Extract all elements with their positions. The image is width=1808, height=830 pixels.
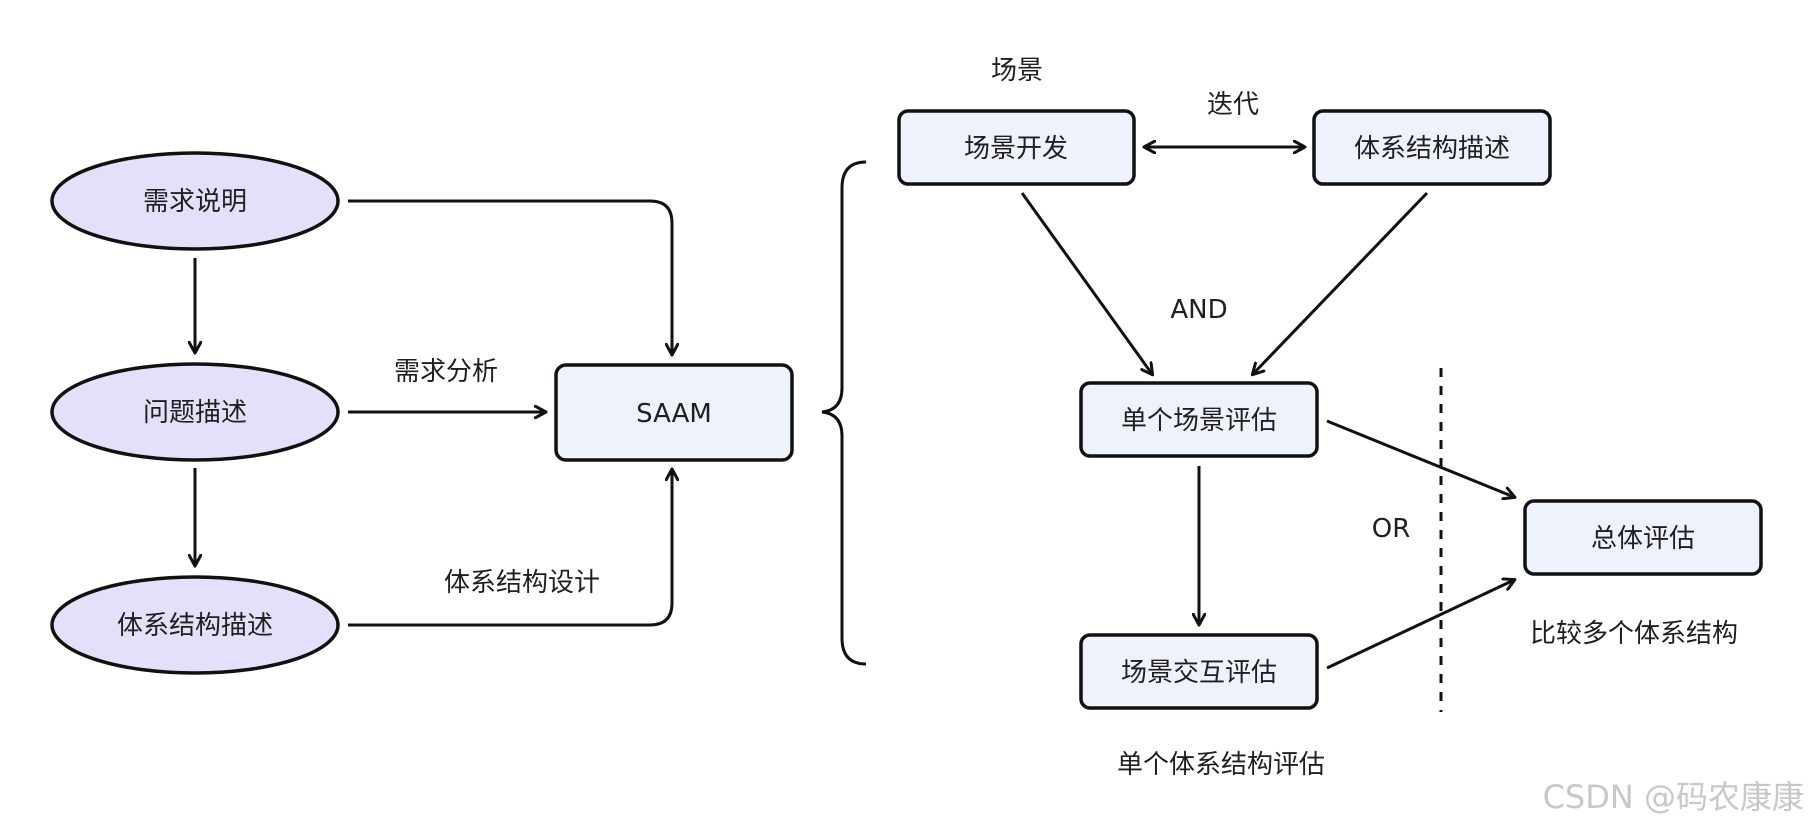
saam-label: SAAM xyxy=(636,399,712,429)
arrow-arch-to-saam xyxy=(348,470,672,627)
scenario-interaction-eval-node: 场景交互评估 xyxy=(1079,633,1319,710)
arch-desc-right-node: 体系结构描述 xyxy=(1312,109,1552,186)
arch-desc-left-ellipse xyxy=(50,575,340,675)
arrow-scenario-to-single-eval xyxy=(1020,192,1152,374)
overall-eval-node: 总体评估 xyxy=(1523,499,1763,576)
single-scenario-eval-node: 单个场景评估 xyxy=(1079,381,1319,458)
arch-desc-right-label: 体系结构描述 xyxy=(1354,134,1510,164)
watermark: CSDN @码农康康 xyxy=(1543,778,1804,816)
saam-node: SAAM xyxy=(554,363,794,462)
arrow-req-to-saam xyxy=(348,199,672,354)
arch-desc-left-node: 体系结构描述 xyxy=(50,575,340,675)
scenario-dev-label: 场景开发 xyxy=(964,134,1068,164)
scenario-dev-box xyxy=(897,109,1136,186)
overall-eval-box xyxy=(1523,499,1763,576)
scenario-interaction-eval-box xyxy=(1079,633,1319,710)
single-scenario-eval-label: 单个场景评估 xyxy=(1121,406,1277,436)
scenario-interaction-eval-label: 场景交互评估 xyxy=(1121,658,1277,688)
or-label: OR xyxy=(1372,514,1411,544)
arch-design-label: 体系结构设计 xyxy=(444,568,600,598)
single-scenario-eval-box xyxy=(1079,381,1319,458)
arrow-arch-to-single-eval xyxy=(1253,191,1429,374)
requirements-spec-label: 需求说明 xyxy=(143,187,247,217)
overall-eval-label: 总体评估 xyxy=(1591,524,1695,554)
req-analysis-label: 需求分析 xyxy=(394,357,498,387)
problem-desc-node: 问题描述 xyxy=(50,362,340,462)
requirements-spec-ellipse xyxy=(50,151,340,251)
arrow-single-to-overall xyxy=(1326,419,1514,497)
scenario-dev-node: 场景开发 xyxy=(897,109,1136,186)
problem-desc-ellipse xyxy=(50,362,340,462)
curly-brace xyxy=(821,160,867,666)
arrow-interaction-to-overall xyxy=(1326,580,1514,670)
compare-archs-label: 比较多个体系结构 xyxy=(1530,619,1738,649)
single-arch-eval-label: 单个体系结构评估 xyxy=(1117,750,1325,780)
scenario-label: 场景 xyxy=(991,56,1043,86)
arch-desc-right-box xyxy=(1312,109,1552,186)
requirements-spec-node: 需求说明 xyxy=(50,151,340,251)
problem-desc-label: 问题描述 xyxy=(143,398,247,428)
saam-box xyxy=(554,363,794,462)
arch-desc-left-label: 体系结构描述 xyxy=(117,611,273,641)
iteration-label: 迭代 xyxy=(1207,90,1259,120)
and-label: AND xyxy=(1170,295,1227,325)
